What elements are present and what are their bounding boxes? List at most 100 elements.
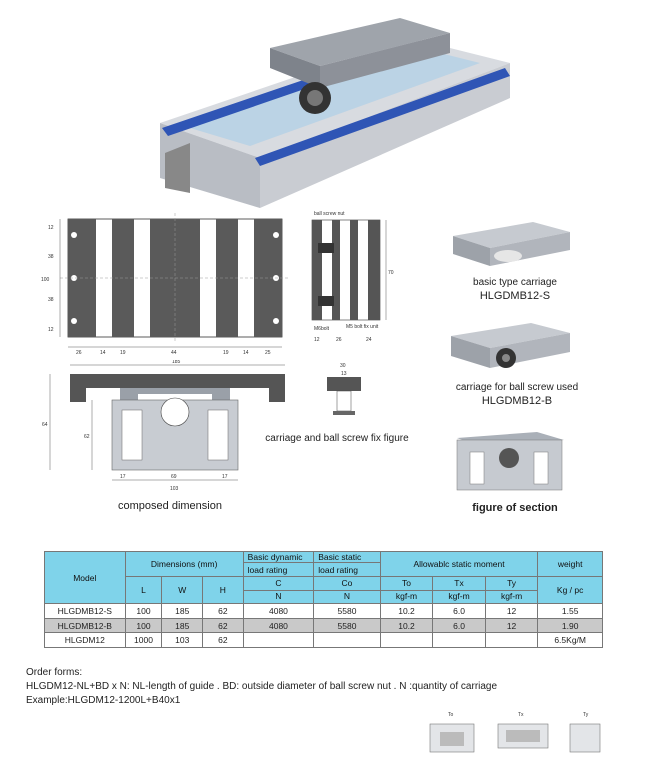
moment-icon-tx-label: Tx [518,712,524,718]
cell-L: 100 [124,603,163,619]
cell-model: HLGDM12 [44,632,126,648]
th-kgf2: kgf-m [448,590,470,601]
cell-Ty [484,632,539,648]
cell-W: 185 [161,603,204,619]
cell-L: 100 [124,618,163,633]
th-To: To [380,578,433,591]
product-render [160,18,510,208]
th-dyn-2: load rating [242,562,315,577]
cell-L: 1000 [124,632,163,648]
cell-weight: 1.55 [537,603,603,619]
cell-weight: 1.90 [537,618,603,633]
caption-fix-figure: carriage and ball screw fix figure [265,433,409,444]
label-fix-unit: M5 bolt fix unit [346,324,379,330]
cell-To [379,632,434,648]
th-N2: N [343,590,351,601]
order-line-2: Example:HLGDM12-1200L+B40x1 [26,695,181,706]
cell-model: HLGDMB12-B [44,618,126,633]
caption-basic-type: basic type carriage [473,277,557,288]
th-stat-1: Basic static [313,551,381,563]
cell-H: 62 [202,618,244,633]
caption-ball-screw-code: HLGDMB12-B [481,395,553,407]
dim-fix-2: 13 [341,371,347,377]
dim-right-height: 70 [388,270,394,276]
cell-Tx [432,632,486,648]
cell-To: 10.2 [379,618,434,633]
ball-screw-carriage-image [451,323,570,368]
th-Ty: Ty [485,578,538,591]
dim-side-2: 38 [48,254,54,260]
dim-front-height: 64 [42,422,48,428]
dim-fix-1: 30 [340,363,346,369]
ty-icon [569,723,601,753]
dim-bottom-3: 17 [222,474,228,480]
dim-top-3: 19 [120,350,126,356]
th-moment: Allowablc static moment [379,551,539,577]
dim-top-7: 25 [265,350,271,356]
table-row: HLGDM12 1000 103 62 6.5Kg/M [44,632,603,648]
cell-W: 185 [161,618,204,633]
order-title: Order forms: [26,667,83,678]
tx-icon [497,723,549,749]
dim-front-total: 103 [170,486,179,492]
cell-Tx: 6.0 [432,618,486,633]
cell-H: 62 [202,603,244,619]
cell-To: 10.2 [379,603,434,619]
th-N1: N [275,590,282,601]
moment-icon-ty-label: Ty [583,712,589,718]
dim-sec-1: 12 [314,337,320,343]
dim-side-3: 38 [48,297,54,303]
dim-side-1: 12 [48,225,54,231]
th-kgf1: kgf-m [395,590,418,601]
th-C: C [243,578,314,591]
th-stat-2: load rating [313,562,381,577]
th-model: Model [44,551,126,604]
label-ball-screw-nut: ball screw nut [314,211,345,217]
to-icon [429,723,475,753]
th-wunit: Kg / pc [537,576,603,604]
dim-top-4: 44 [171,350,177,356]
composed-dimension-drawing: 185 64 62 17 69 17 103 [42,360,285,492]
dim-top-6: 14 [243,350,249,356]
order-forms: Order forms: HLGDM12-NL+BD x N: NL-lengt… [26,666,626,708]
table-row: HLGDMB12-B 100 185 62 4080 5580 10.2 6.0… [44,618,603,633]
moment-icon-to-label: To [448,712,454,718]
plan-view-drawing: 26 14 19 44 19 14 25 12 38 38 12 100 [41,213,290,356]
th-kgf3: kgf-m [500,590,523,601]
cell-model: HLGDMB12-S [44,603,126,619]
dim-top-1: 26 [76,350,82,356]
dim-bottom-1: 17 [120,474,126,480]
dim-side-4: 12 [48,327,54,333]
side-section-drawing: ball screw nut 70 M6bolt M5 bolt fix uni… [311,211,394,343]
caption-composed: composed dimension [118,500,222,512]
th-W: W [161,576,204,604]
th-weight: weight [537,551,603,577]
section-figure-image [456,432,564,491]
dim-bottom-2: 69 [171,474,177,480]
cell-C: 4080 [242,603,315,619]
order-line-1: HLGDM12-NL+BD x N: NL-length of guide . … [26,681,498,692]
dim-top-5: 19 [223,350,229,356]
cell-Co [313,632,381,648]
spec-table: Model Dimensions (mm) Basic dynamic Basi… [44,551,603,648]
caption-section: figure of section [472,502,558,514]
dim-front-inner: 62 [84,434,90,440]
cell-Ty: 12 [484,603,539,619]
basic-carriage-image [453,222,570,266]
th-Co: Co [314,578,380,591]
th-dyn-1: Basic dynamic [242,551,315,563]
caption-basic-type-code: HLGDMB12-S [479,290,551,302]
th-Tx: Tx [433,578,485,591]
th-H: H [202,576,244,604]
cell-W: 103 [161,632,204,648]
cell-C [242,632,315,648]
dim-sec-3: 24 [366,337,372,343]
cell-Ty: 12 [484,618,539,633]
dim-top-2: 14 [100,350,106,356]
cell-Tx: 6.0 [432,603,486,619]
fix-figure-drawing: 30 13 [327,363,361,415]
cell-H: 62 [202,632,244,648]
label-bolt: M6bolt [314,326,330,332]
table-row: HLGDMB12-S 100 185 62 4080 5580 10.2 6.0… [44,603,603,619]
dim-sec-2: 26 [336,337,342,343]
